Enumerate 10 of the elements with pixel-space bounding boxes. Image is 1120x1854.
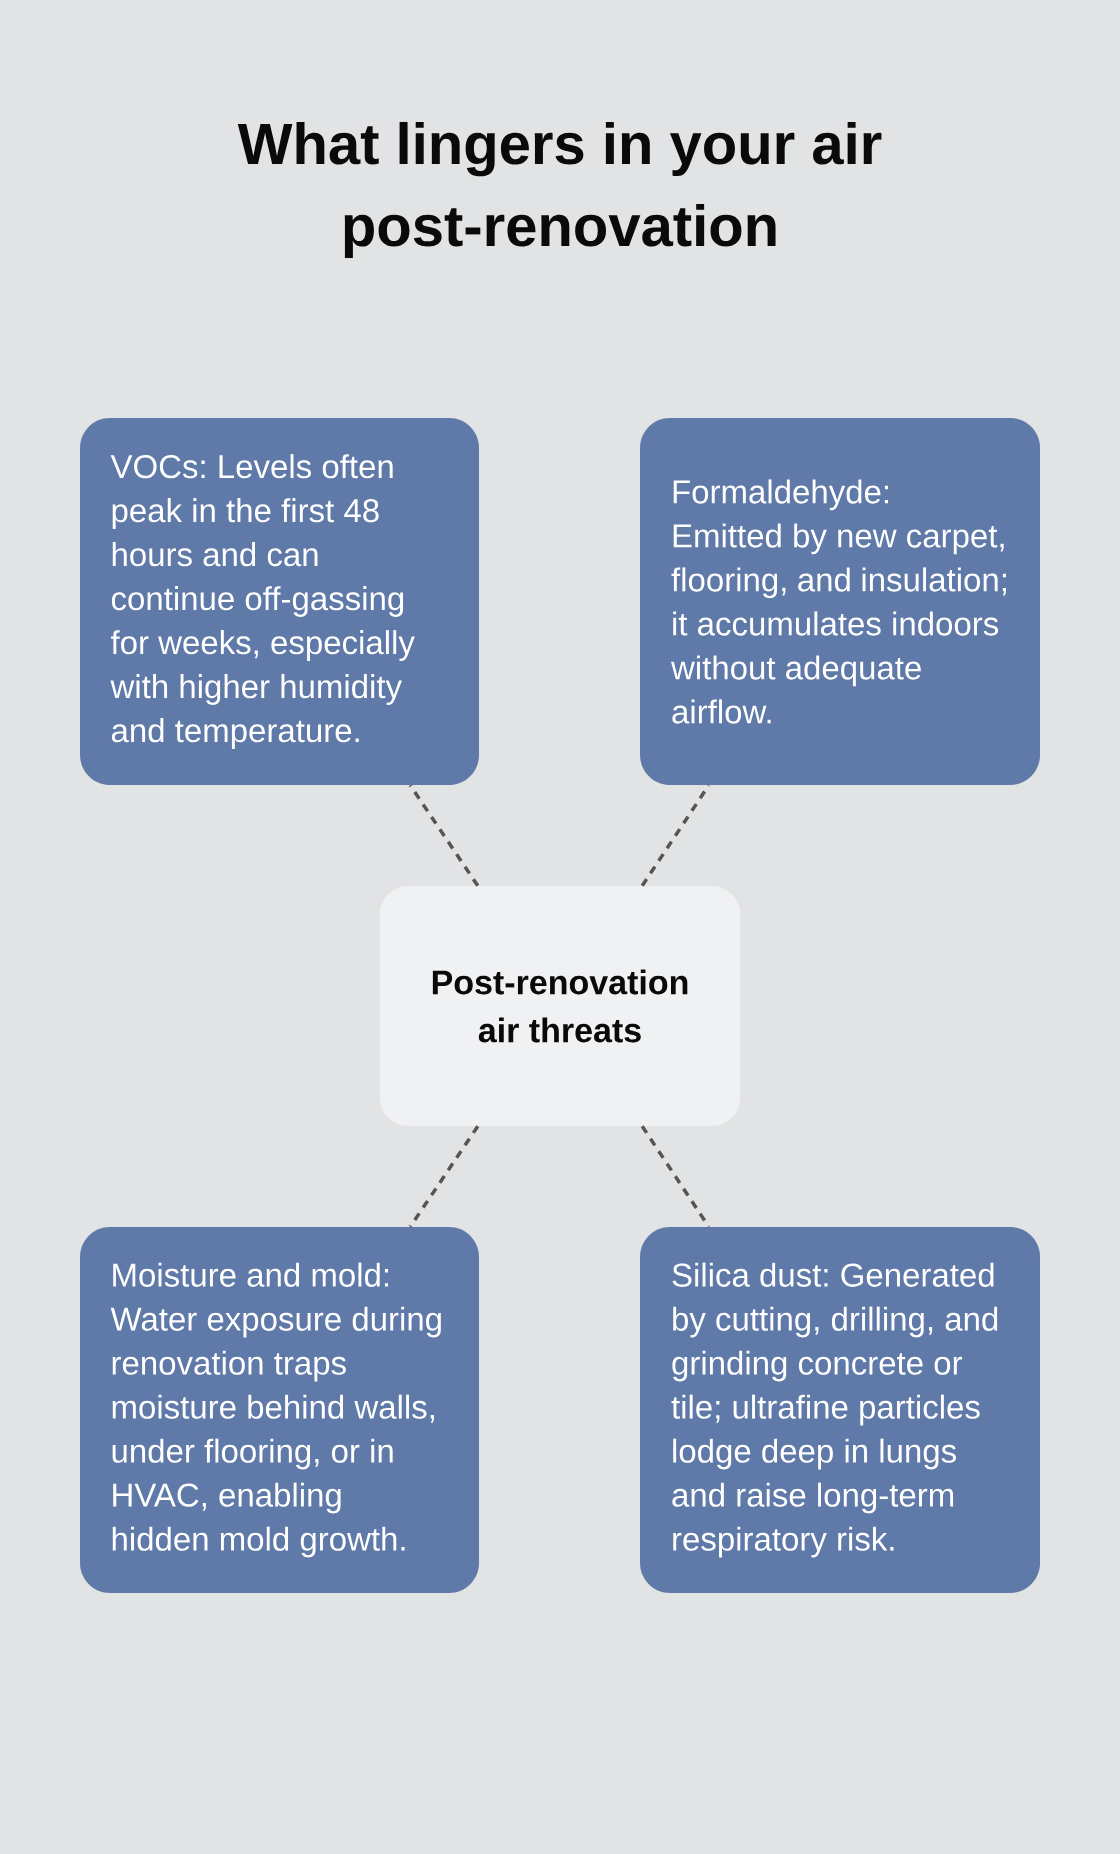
connector-line <box>408 1125 480 1228</box>
connector-line <box>640 1125 711 1228</box>
info-card: VOCs: Levels often peak in the first 48 hours and can continue off-gassing for weeks, especially with higher humidity and temperature. <box>80 418 479 785</box>
info-card: Formaldehyde: Emitted by new carpet, flooring, and insulation; it accumulates indoors without adequate airflow. <box>640 418 1040 785</box>
connector-line <box>408 784 480 887</box>
connector-line <box>640 784 711 887</box>
info-card: Moisture and mold: Water exposure during renovation traps moisture behind walls, under flooring, or in HVAC, enabling hidden mold growth. <box>80 1227 479 1593</box>
title: What lingers in your air post-renovation <box>237 121 882 259</box>
center-box: Post-renovation air threats <box>380 886 740 1126</box>
info-card: Silica dust: Generated by cutting, drilling, and grinding concrete or tile; ultrafine particles lodge deep in lungs and raise long-term respiratory risk. <box>640 1227 1040 1593</box>
